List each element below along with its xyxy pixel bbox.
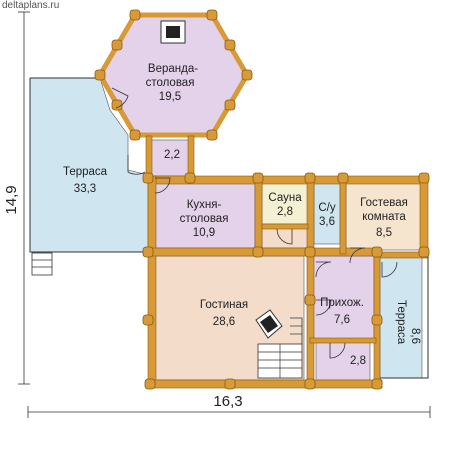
log-end (111, 39, 123, 51)
log-end (129, 129, 141, 141)
log-end (224, 378, 236, 390)
guest-room-floor (345, 181, 423, 251)
log-end (129, 9, 141, 21)
site-watermark: deltaplans.ru (2, 0, 60, 11)
living-name: Гостиная (200, 299, 248, 311)
log-end (142, 246, 154, 258)
stairs (31, 252, 303, 379)
veranda-area: 19,5 (159, 91, 181, 103)
log-end (252, 172, 264, 184)
log-end (304, 246, 316, 258)
log-end (418, 172, 430, 184)
guest-name-1: Гостевая (360, 197, 408, 209)
closet-area: 2,8 (350, 355, 366, 367)
living-area: 28,6 (213, 316, 235, 328)
kitchen-name-2: столовая (180, 213, 229, 225)
kitchen-name-1: Кухня- (187, 199, 222, 211)
room-labels: Веранда- столовая 19,5 Терраса 33,3 2,2 … (3, 63, 421, 410)
log-end (371, 246, 383, 258)
log-end (142, 172, 154, 184)
sauna-name: Сауна (268, 192, 302, 204)
wc-area: 3,6 (319, 216, 335, 228)
log-end (337, 172, 349, 184)
terrace-right-name: Терраса (395, 300, 407, 345)
log-end (184, 172, 196, 184)
hall-floor (309, 255, 375, 341)
terrace-left-area: 33,3 (74, 183, 96, 195)
guest-area: 8,5 (376, 227, 392, 239)
vestibule-area: 2,2 (164, 149, 180, 161)
log-end (206, 9, 218, 21)
fireplaces (160, 20, 283, 339)
doors (111, 87, 398, 359)
vestibule-floor (149, 139, 191, 177)
log-end (111, 99, 123, 111)
log-end (241, 69, 253, 81)
dimension-height: 14,9 (3, 185, 20, 214)
guest-name-2: комната (362, 211, 406, 223)
log-end (144, 378, 156, 390)
log-end (224, 99, 236, 111)
sauna-area: 2,8 (277, 206, 293, 218)
corridor-floor (261, 227, 309, 249)
veranda-name-1: Веранда- (148, 63, 198, 75)
log-end (304, 294, 316, 306)
log-end (371, 378, 383, 390)
log-end (418, 246, 430, 258)
log-end (252, 246, 264, 258)
hall-name: Прихож. (320, 297, 364, 309)
closet-floor (315, 339, 371, 381)
log-end (304, 378, 316, 390)
log-end (206, 129, 218, 141)
log-end (142, 314, 154, 326)
log-end (94, 69, 106, 81)
log-end (224, 39, 236, 51)
terrace-right-area: 8,6 (409, 328, 421, 344)
wc-name: С/у (318, 202, 336, 214)
kitchen-area: 10,9 (193, 227, 215, 239)
log-end (304, 172, 316, 184)
hall-area: 7,6 (334, 314, 350, 326)
terrace-left-name: Терраса (63, 166, 108, 178)
dimension-lines (18, 11, 431, 418)
dimension-width: 16,3 (213, 393, 242, 410)
log-ends (94, 9, 430, 390)
log-end (371, 314, 383, 326)
veranda-name-2: столовая (146, 77, 195, 89)
